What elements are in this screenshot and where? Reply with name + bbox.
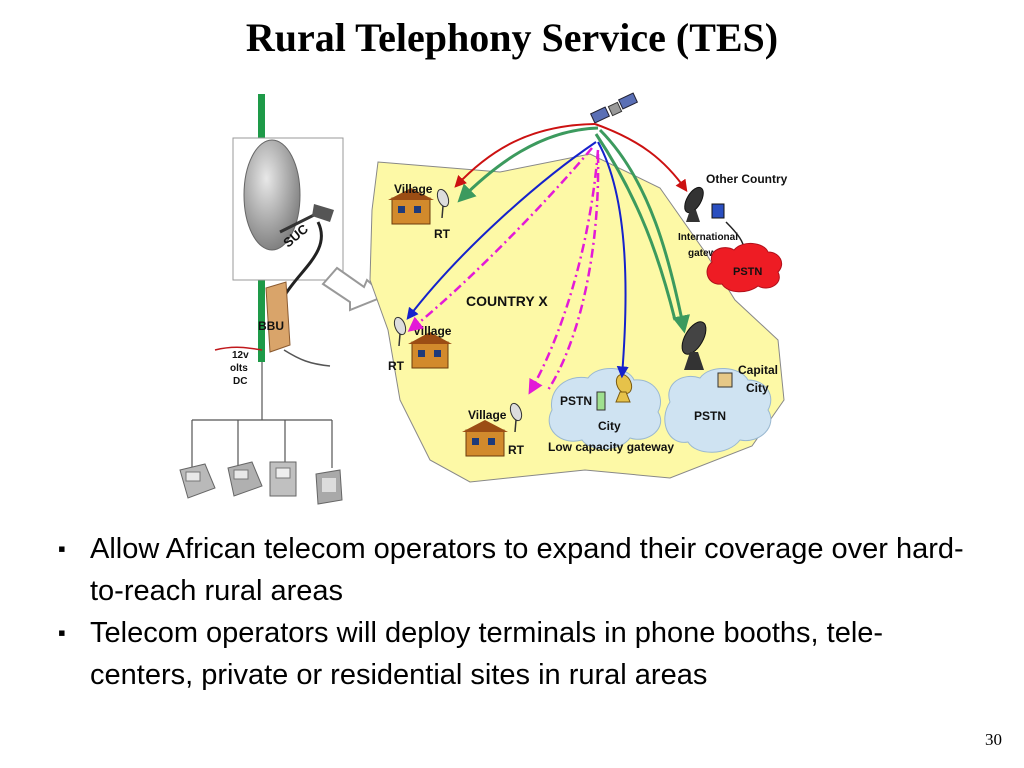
rt-label: RT: [388, 359, 405, 373]
satellite-link: [457, 126, 599, 203]
gateway-label-1: International: [678, 232, 738, 243]
city-label: City: [598, 419, 621, 433]
satellite-link: [407, 147, 593, 332]
pstn-cloud: [664, 368, 772, 453]
computer-terminal-icon: [315, 469, 343, 505]
other-country-label: Other Country: [706, 172, 788, 186]
bullet-marker-icon: ▪: [58, 536, 66, 561]
village-house-icon: [408, 332, 452, 369]
page-number: 30: [985, 730, 1002, 749]
power-label-1: 12v: [232, 350, 249, 361]
power-label-2: olts: [230, 363, 248, 374]
capital-label-2: City: [746, 381, 769, 395]
satellite-link: [598, 128, 691, 334]
rural-telephony-diagram: SUC BBU 12v olts DC COUNTRY X Village: [179, 92, 788, 505]
bullet-text: Allow African telecom operators to expan…: [90, 533, 964, 607]
satellite-link: [597, 141, 629, 379]
satellite-link: [454, 123, 596, 188]
telephone-icon: [179, 463, 216, 499]
power-cable: [214, 346, 263, 351]
village-label: Village: [394, 182, 433, 196]
capital-label-1: Capital: [738, 363, 778, 377]
bullet-item: ▪ Allow African telecom operators to expa…: [58, 528, 978, 612]
satellite-link: [528, 149, 600, 395]
bbu-label: BBU: [258, 319, 284, 333]
switch-icon: [711, 203, 725, 219]
switch-icon: [596, 391, 606, 411]
dish-antenna-icon: [393, 316, 407, 347]
pstn-cloud-red: [706, 243, 783, 293]
bullet-list: ▪ Allow African telecom operators to expa…: [58, 528, 978, 696]
slide-title: Rural Telephony Service (TES): [245, 15, 779, 60]
pstn-label: PSTN: [694, 409, 726, 423]
village-label: Village: [468, 408, 507, 422]
village-house-icon: [388, 188, 434, 225]
satellite-link: [594, 133, 677, 321]
dish-antenna-icon: [615, 373, 633, 403]
power-label-3: DC: [233, 376, 247, 387]
village-label: Village: [413, 324, 452, 338]
satellite-link: [594, 123, 688, 192]
dish-antenna-icon: [509, 402, 523, 433]
bullet-text: Telecom operators will deploy terminals …: [90, 617, 884, 691]
satellite-link: [546, 153, 600, 391]
satellite-icon: [589, 92, 639, 124]
satellite-dish-icon: [243, 139, 301, 251]
rt-label: RT: [434, 227, 451, 241]
switch-icon: [717, 372, 733, 388]
telephone-icon: [227, 461, 263, 497]
payphone-icon: [269, 461, 297, 497]
country-label: COUNTRY X: [466, 293, 548, 309]
dish-antenna-icon: [681, 321, 707, 370]
dish-antenna-icon: [436, 188, 450, 219]
bullet-item: ▪ Telecom operators will deploy terminals…: [58, 612, 978, 696]
pstn-label: PSTN: [560, 394, 592, 408]
hollow-arrow-icon: [321, 266, 387, 312]
gateway-label-2: gateway: [688, 248, 728, 259]
bbu-box: [265, 281, 291, 353]
rt-label: RT: [508, 443, 525, 457]
village-house-icon: [462, 420, 508, 457]
satellite-link: [406, 141, 597, 320]
bullet-marker-icon: ▪: [58, 620, 66, 645]
gateway-label: Low capacity gateway: [548, 440, 674, 454]
pstn-label: PSTN: [733, 266, 762, 278]
dish-antenna-icon: [684, 186, 704, 222]
